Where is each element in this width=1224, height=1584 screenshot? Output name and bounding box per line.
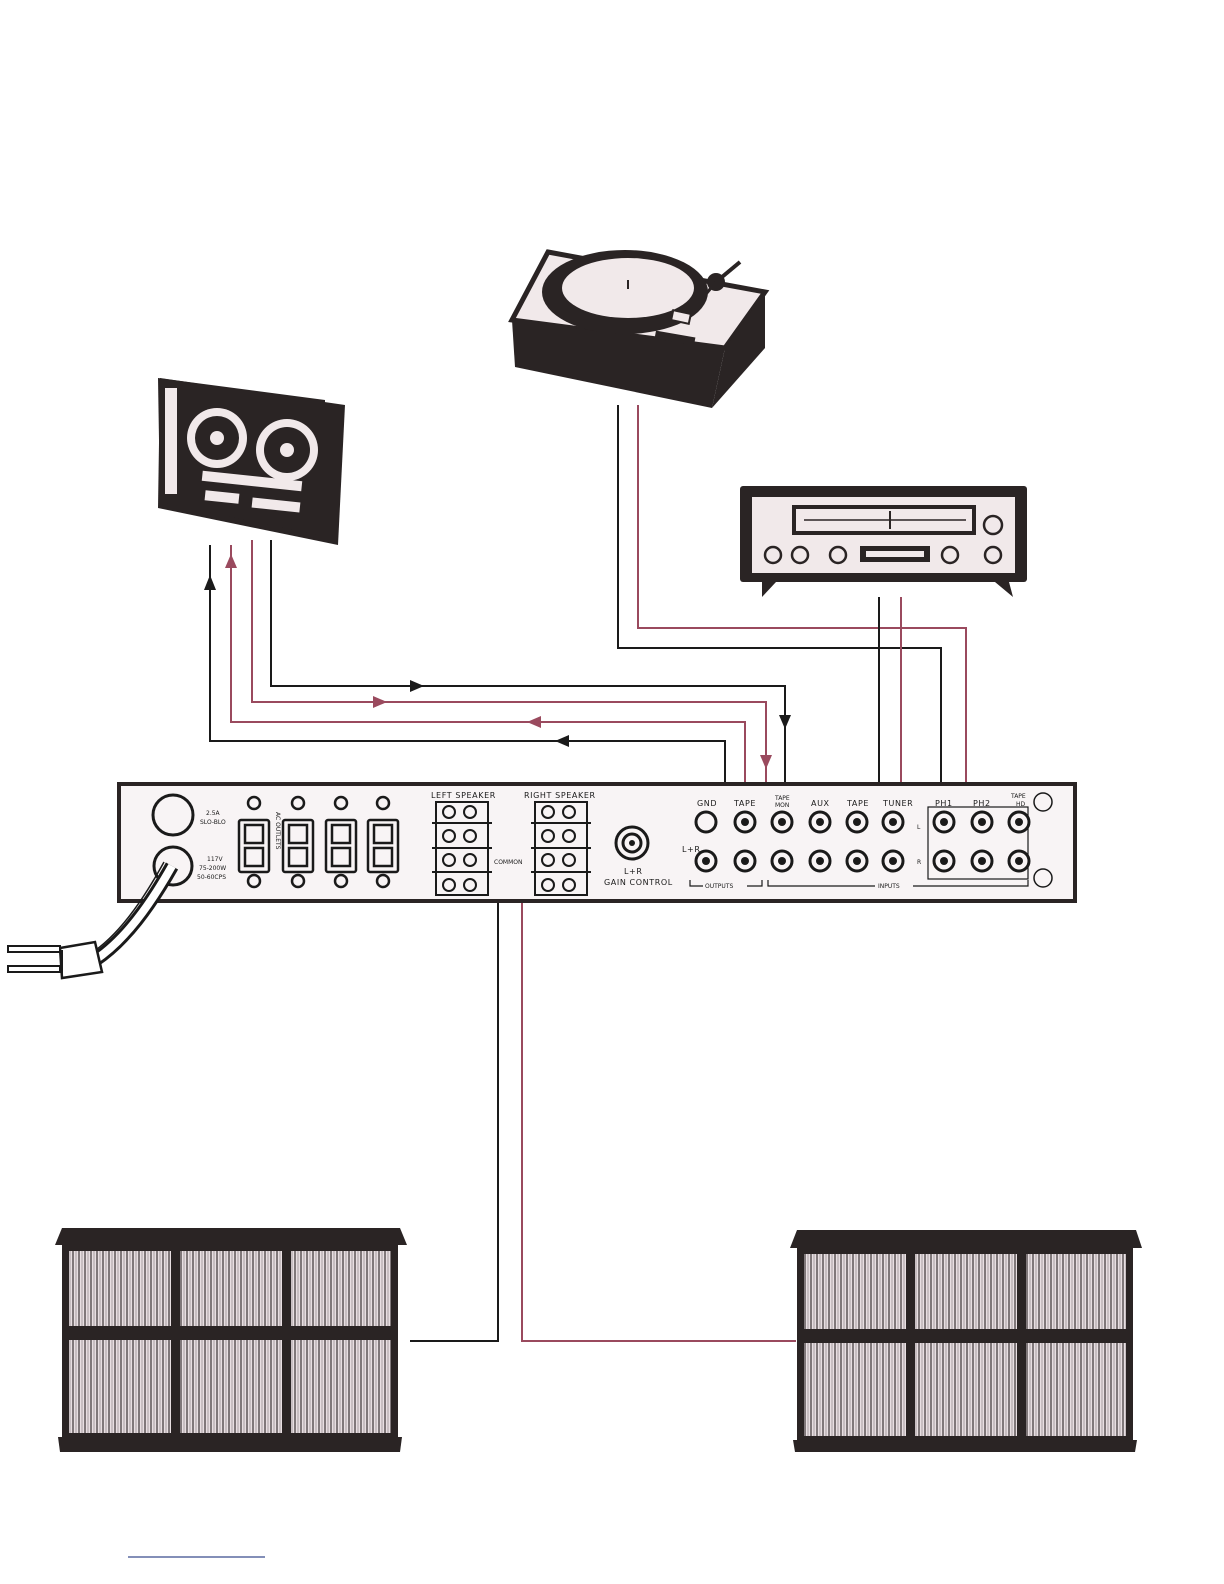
wire-tape-play-right	[271, 540, 785, 820]
right-speaker-terminal	[531, 802, 591, 895]
arrow-down-tape-mon-red	[760, 755, 772, 769]
arrow-up-tape-right	[225, 554, 237, 568]
gain-label-2: GAIN CONTROL	[604, 878, 673, 887]
fuse-label-1: 2.5A	[206, 810, 221, 817]
jack-label-tape-hd-1: TAPE	[1010, 793, 1026, 800]
fuse-label-2: SLO-BLO	[200, 819, 226, 826]
jack-label-tape-mon-1: TAPE	[774, 795, 790, 802]
common-label: COMMON	[494, 859, 522, 866]
wire-turntable-left	[618, 405, 941, 820]
arrow-up-tape-left	[204, 575, 216, 590]
ac-outlets-label: AC OUTLETS	[274, 812, 281, 850]
lr-output-label: L+R	[682, 845, 701, 854]
jack-label-right: R	[917, 859, 921, 866]
jack-label-tape-mon-2: MON	[775, 802, 789, 809]
fuse-holder	[153, 795, 193, 835]
signal-arrows	[204, 554, 791, 769]
right-speaker-label: RIGHT SPEAKER	[524, 791, 596, 800]
inputs-label: INPUTS	[878, 883, 900, 890]
left-speaker-label: LEFT SPEAKER	[431, 791, 496, 800]
arrow-left-tape-record-right	[527, 716, 541, 728]
arrow-right-tape-play-right	[410, 680, 424, 692]
wire-left-speaker	[410, 860, 498, 1341]
wire-right-speaker	[522, 860, 796, 1341]
turntable-icon	[512, 250, 765, 408]
gain-label-1: L+R	[624, 867, 643, 876]
radio-tuner-icon	[740, 486, 1027, 597]
power-label-1: 117V	[207, 856, 223, 863]
left-speaker-terminal	[432, 802, 492, 895]
arrow-left-tape-record-left	[555, 735, 569, 747]
jack-label-gnd: GND	[697, 799, 717, 808]
speaker-cabinet-icon	[790, 1230, 1142, 1452]
jack-label-tape-out: TAPE	[733, 799, 756, 808]
jack-label-tuner: TUNER	[882, 799, 913, 808]
jack-label-tape-in: TAPE	[846, 799, 869, 808]
power-label-3: 50-60CPS	[197, 874, 226, 881]
speaker-cabinet-icon	[55, 1228, 407, 1452]
power-label-2: 75-200W	[199, 865, 226, 872]
jack-label-aux: AUX	[811, 799, 830, 808]
panel-screw-bottom	[1034, 869, 1052, 887]
panel-screw-top	[1034, 793, 1052, 811]
gain-control-knob[interactable]	[616, 827, 648, 859]
arrow-right-tape-play-left	[373, 696, 387, 708]
reel-to-reel-tape-recorder-icon	[158, 378, 345, 545]
arrow-down-tape-mon	[779, 715, 791, 729]
outputs-label: OUTPUTS	[705, 883, 733, 890]
amplifier-rear-panel: 2.5A SLO-BLO 117V 75-200W 50-60CPS AC OU…	[117, 782, 1077, 903]
